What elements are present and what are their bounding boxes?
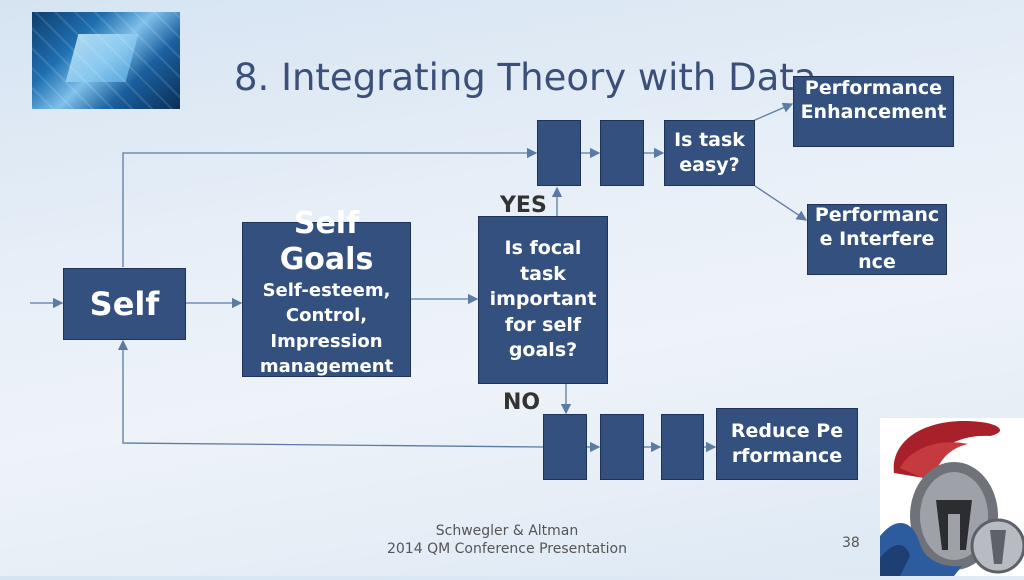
- building-photo-grid: [32, 12, 180, 109]
- self-box-label: Self: [89, 285, 160, 323]
- building-photo: [32, 12, 180, 109]
- footer: Schwegler & Altman 2014 QM Conference Pr…: [380, 522, 634, 558]
- reduce-performance-box: Reduce Performance: [716, 408, 858, 480]
- bottom-step-box-3: [661, 414, 704, 480]
- page-number: 38: [842, 535, 860, 551]
- self-goals-box: Self Goals Self-esteem, Control, Impress…: [242, 206, 411, 377]
- arrow-easy-interfere: [754, 185, 808, 221]
- bottom-step-box-2: [600, 414, 644, 480]
- spartan-helmet-logo: [880, 418, 1024, 576]
- task-easy-question: Is task easy?: [674, 129, 745, 176]
- self-box: Self: [63, 268, 186, 340]
- self-goals-detail: Self-esteem, Control, Impression managem…: [259, 280, 394, 377]
- footer-authors: Schwegler & Altman: [435, 523, 579, 539]
- slide-title: 8. Integrating Theory with Data: [234, 56, 817, 99]
- self-goals-heading: Self Goals: [279, 206, 374, 278]
- enhancement-box: Performance Enhancement: [793, 76, 954, 147]
- bottom-step-box-1: [543, 414, 587, 480]
- enhancement-label: Performance Enhancement: [800, 77, 947, 123]
- feedback-bottom: [117, 339, 544, 448]
- focal-task-question: Is focal task important for self goals?: [489, 236, 597, 362]
- focal-task-box: Is focal task important for self goals?: [478, 216, 608, 384]
- reduce-performance-label: Reduce Performance: [730, 420, 844, 467]
- arrow-easy-enhance: [747, 102, 794, 124]
- top-step-box-1: [537, 120, 581, 186]
- interference-label: Performance Interference: [814, 203, 940, 274]
- no-label: NO: [503, 390, 541, 415]
- spartan-helmet-icon: [880, 421, 1024, 576]
- yes-label: YES: [500, 193, 547, 218]
- task-easy-box: Is task easy?: [664, 120, 755, 186]
- top-step-box-2: [600, 120, 644, 186]
- feedback-top: [122, 147, 538, 267]
- footer-event: 2014 QM Conference Presentation: [386, 541, 627, 557]
- interference-box: Performance Interference: [807, 204, 947, 275]
